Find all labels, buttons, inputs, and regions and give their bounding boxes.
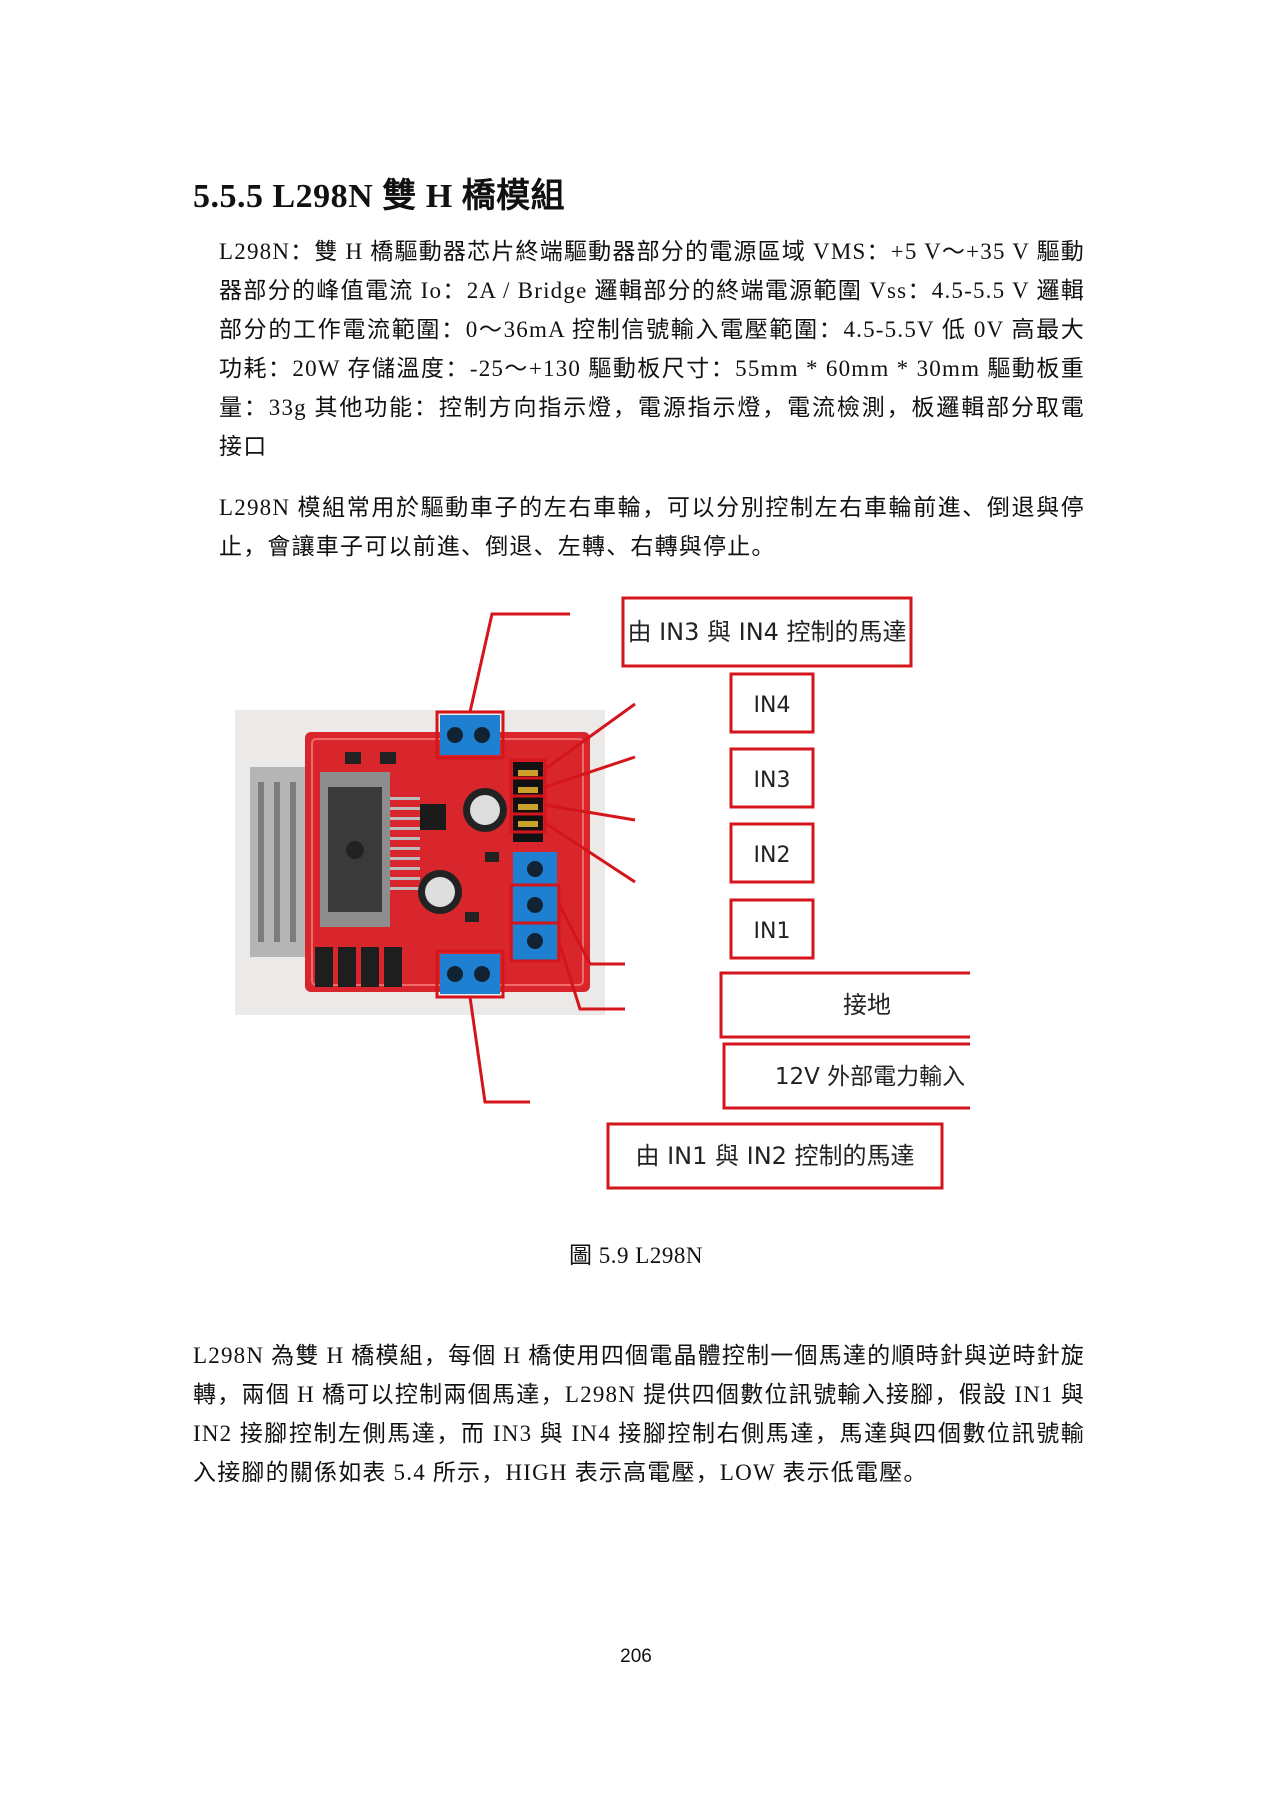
callout-motor-b-label: 由 IN3 與 IN4 控制的馬達 <box>627 618 906 646</box>
diode <box>361 947 379 987</box>
usage-paragraph: L298N 模組常用於驅動車子的左右車輪，可以分別控制左右車輪前進、倒退與停止，… <box>219 495 1085 559</box>
figure-caption: 圖 5.9 L298N <box>569 1243 703 1268</box>
callout-motor-a-label: 由 IN1 與 IN2 控制的馬達 <box>635 1142 914 1170</box>
callout-in4: IN4 <box>729 672 815 734</box>
callout-in3-label: IN3 <box>754 768 791 793</box>
callout-power: 12V 外部電力輸入 <box>722 1042 970 1110</box>
diode <box>315 947 333 987</box>
callout-in2: IN2 <box>729 822 815 884</box>
callout-motor-a: 由 IN1 與 IN2 控制的馬達 <box>606 1122 944 1190</box>
callout-ground: 接地 <box>719 971 970 1039</box>
callout-motor-b: 由 IN3 與 IN4 控制的馬達 <box>621 596 913 668</box>
l298n-chip <box>320 772 420 927</box>
callout-in1-label: IN1 <box>754 919 791 944</box>
diode <box>384 947 402 987</box>
callout-power-label: 12V 外部電力輸入 <box>775 1064 965 1090</box>
leader-lines <box>468 612 636 1104</box>
l298n-figure: 由 IN3 與 IN4 控制的馬達 IN4 IN3 IN2 IN1 接地 12V… <box>235 596 970 1190</box>
callout-in1: IN1 <box>729 898 815 960</box>
diode <box>338 947 356 987</box>
input-header-pins <box>513 762 543 842</box>
motor-a-terminal <box>440 954 500 994</box>
callout-in4-label: IN4 <box>754 693 791 718</box>
section-heading: 5.5.5 L298N 雙 H 橋模組 <box>193 178 566 215</box>
callout-in2-label: IN2 <box>754 843 791 868</box>
page-number: 206 <box>620 1646 652 1667</box>
description-paragraph: L298N 為雙 H 橋模組，每個 H 橋使用四個電晶體控制一個馬達的順時針與逆… <box>193 1343 1085 1485</box>
power-terminal <box>513 852 557 962</box>
callout-in3: IN3 <box>729 747 815 809</box>
spec-paragraph: L298N：雙 H 橋驅動器芯片終端驅動器部分的電源區域 VMS：+5 V～+3… <box>219 239 1085 459</box>
callout-ground-label: 接地 <box>843 991 891 1019</box>
motor-b-terminal <box>440 715 500 755</box>
regulator <box>420 804 446 830</box>
